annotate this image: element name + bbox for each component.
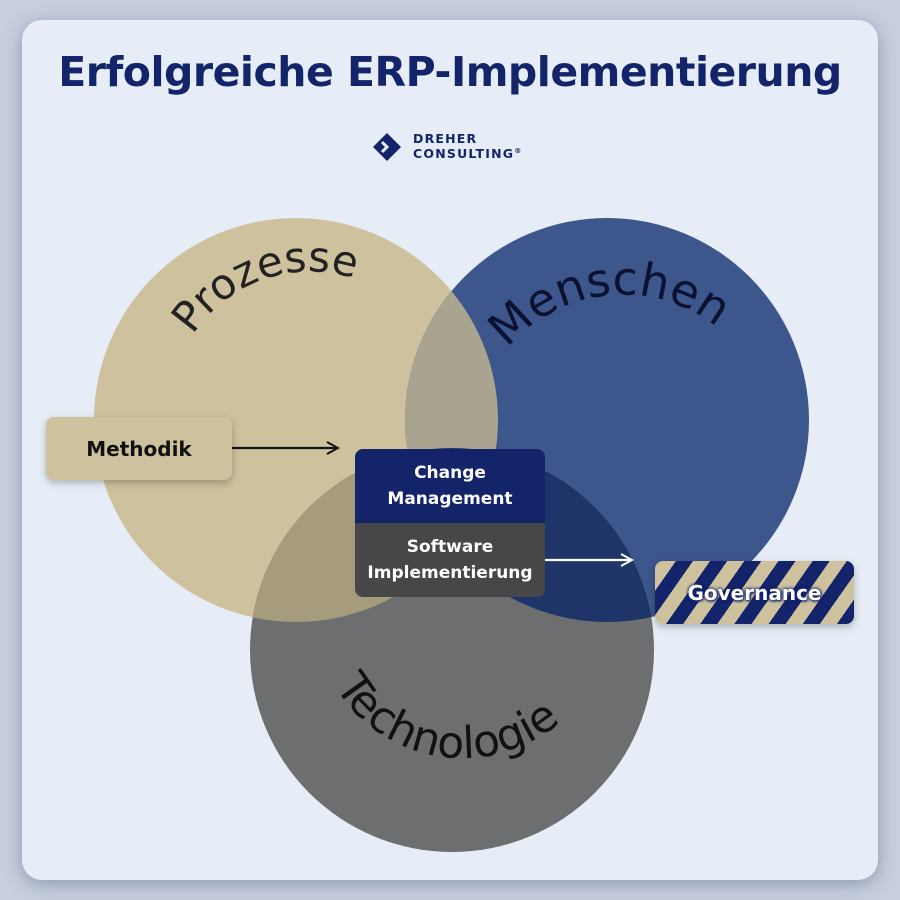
logo-wordmark: DREHER CONSULTING® bbox=[413, 132, 521, 160]
governance-box: Governance bbox=[655, 561, 854, 624]
software-implementierung-box: Software Implementierung bbox=[355, 523, 545, 597]
overlap-prozesse-technologie bbox=[250, 448, 498, 622]
methodik-box: Methodik bbox=[46, 417, 232, 480]
change-line-2: Management bbox=[387, 489, 513, 509]
overlap-menschen-technologie bbox=[405, 448, 654, 622]
registered-mark: ® bbox=[514, 147, 522, 155]
change-line-1: Change bbox=[414, 463, 486, 483]
center-box: Change Management Software Implementieru… bbox=[355, 449, 545, 597]
page-title: Erfolgreiche ERP-Implementierung bbox=[58, 48, 842, 96]
dreher-diamond-icon bbox=[373, 133, 401, 161]
company-logo: DREHER CONSULTING® bbox=[373, 131, 533, 161]
change-management-box: Change Management bbox=[355, 449, 545, 523]
software-line-2: Implementierung bbox=[367, 563, 533, 583]
logo-line-2: CONSULTING bbox=[413, 146, 515, 162]
software-line-1: Software bbox=[406, 537, 494, 557]
logo-line-1: DREHER bbox=[413, 131, 478, 146]
